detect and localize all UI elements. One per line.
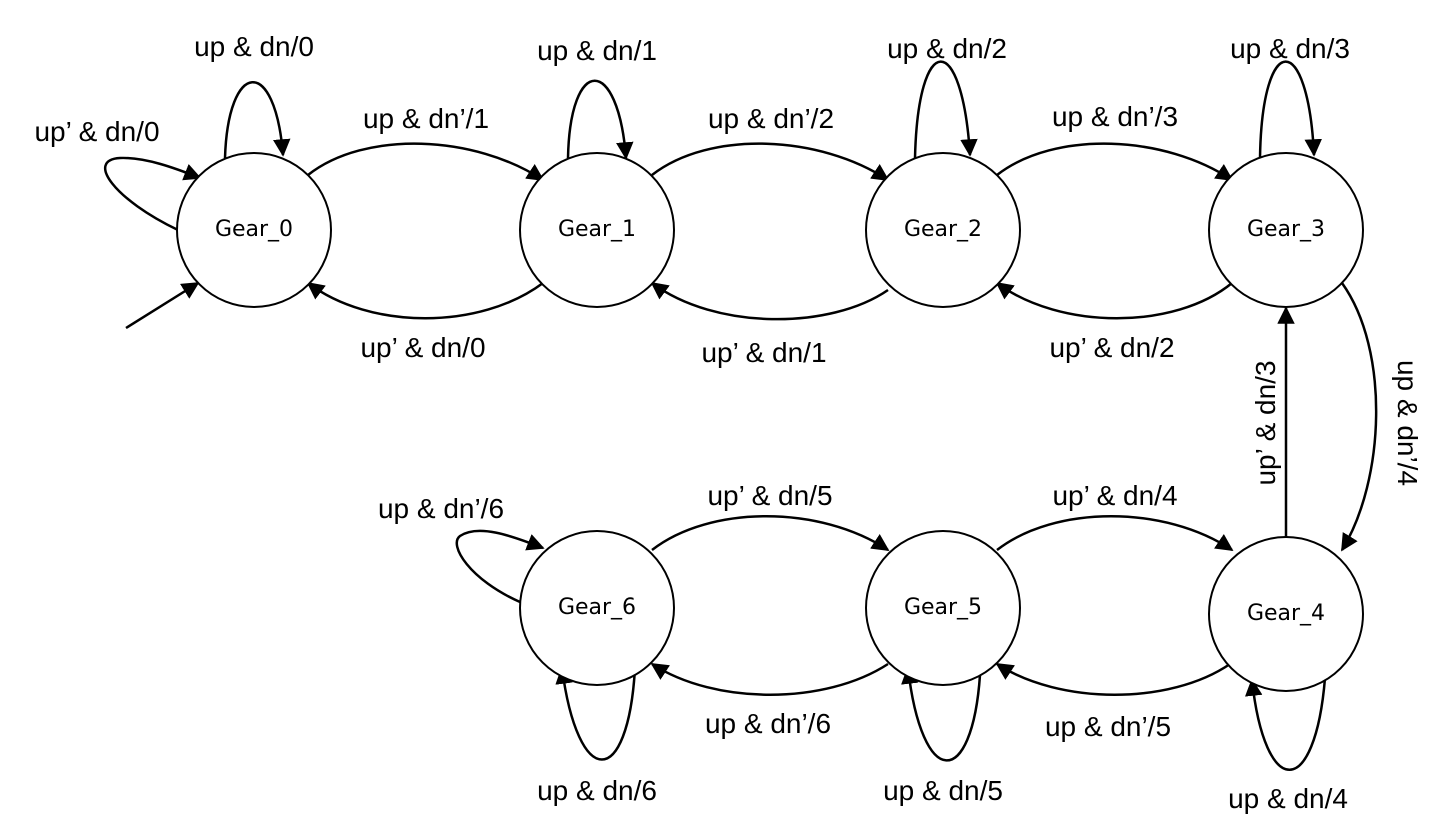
label-gear6-self-bottom: up & dn/6: [537, 775, 657, 806]
state-circle-gear6: [519, 530, 675, 686]
state-label-gear2: Gear_2: [904, 217, 982, 242]
label-gear2-self: up & dn/2: [887, 33, 1007, 64]
label-gear1-self: up & dn/1: [537, 35, 657, 66]
state-label-gear4: Gear_4: [1247, 601, 1325, 626]
edge-gear0-gear1: [307, 142, 545, 182]
state-gear2: Gear_2: [865, 152, 1021, 308]
edge-gear6-self-left: [455, 529, 545, 604]
state-label-gear6: Gear_6: [558, 595, 636, 620]
edges: [103, 60, 1378, 771]
state-label-gear3: Gear_3: [1247, 217, 1325, 242]
state-gear1: Gear_1: [519, 152, 675, 308]
edge-gear3-self: [1258, 60, 1322, 159]
edge-gear3-gear2: [995, 281, 1233, 320]
label-gear5-gear6: up & dn’/6: [705, 708, 831, 739]
edge-gear1-self: [566, 79, 634, 160]
label-gear1-gear2: up & dn’/2: [708, 103, 834, 134]
state-circle-gear3: [1208, 152, 1364, 308]
edge-gear0-self-left: [103, 156, 202, 232]
label-gear3-gear4: up & dn’/4: [1392, 360, 1423, 486]
state-gear4: Gear_4: [1208, 536, 1364, 692]
state-gear0: Gear_0: [176, 152, 332, 308]
state-gear3: Gear_3: [1208, 152, 1364, 308]
edge-gear0-self-up: [223, 81, 291, 159]
edge-gear1-gear2: [651, 142, 890, 182]
edge-gear5-gear6: [650, 662, 889, 696]
label-gear2-gear1: up’ & dn/1: [701, 337, 826, 368]
edge-initial-gear0: [125, 281, 200, 330]
state-circle-gear0: [176, 152, 332, 308]
edge-gear4-self: [1245, 677, 1327, 771]
edge-gear2-gear3: [996, 142, 1234, 182]
label-gear2-gear3: up & dn’/3: [1052, 101, 1178, 132]
edge-gear1-gear0: [306, 281, 544, 320]
edge-gear5-gear4: [996, 515, 1234, 552]
label-gear0-self-left: up’ & dn/0: [34, 116, 159, 147]
state-circle-gear5: [865, 530, 1021, 686]
label-gear0-self-up: up & dn/0: [194, 31, 314, 62]
label-gear4-self: up & dn/4: [1228, 783, 1348, 814]
edge-gear2-self: [913, 60, 978, 159]
state-label-gear0: Gear_0: [215, 217, 293, 242]
label-gear4-gear3: up’ & dn/3: [1250, 360, 1281, 485]
label-gear3-self: up & dn/3: [1230, 33, 1350, 64]
state-label-gear1: Gear_1: [558, 217, 636, 242]
state-gear6: Gear_6: [519, 530, 675, 686]
label-gear0-gear1: up & dn’/1: [363, 103, 489, 134]
state-gear5: Gear_5: [865, 530, 1021, 686]
state-circle-gear1: [519, 152, 675, 308]
label-gear3-gear2: up’ & dn/2: [1049, 332, 1174, 363]
edge-gear4-gear5: [995, 662, 1231, 696]
state-circle-gear2: [865, 152, 1021, 308]
states: Gear_0 Gear_1 Gear_2 Gear_3 Gear_4 Gear_…: [176, 152, 1364, 692]
edge-gear2-gear1: [650, 281, 889, 321]
edge-labels: up & dn/0 up’ & dn/0 up & dn’/1 up’ & dn…: [34, 31, 1423, 814]
label-gear1-gear0: up’ & dn/0: [360, 332, 485, 363]
label-gear5-gear4: up’ & dn/4: [1052, 480, 1177, 511]
label-gear6-gear5: up’ & dn/5: [707, 480, 832, 511]
edge-gear6-self-bottom: [555, 666, 637, 761]
state-label-gear5: Gear_5: [904, 595, 982, 620]
label-gear5-self: up & dn/5: [883, 775, 1003, 806]
state-circle-gear4: [1208, 536, 1364, 692]
edge-gear6-gear5: [651, 515, 890, 552]
edge-gear5-self: [901, 666, 982, 762]
label-gear4-gear5: up & dn’/5: [1045, 711, 1171, 742]
label-gear6-self-left: up & dn’/6: [378, 493, 504, 524]
edge-gear3-gear4: [1340, 282, 1378, 552]
